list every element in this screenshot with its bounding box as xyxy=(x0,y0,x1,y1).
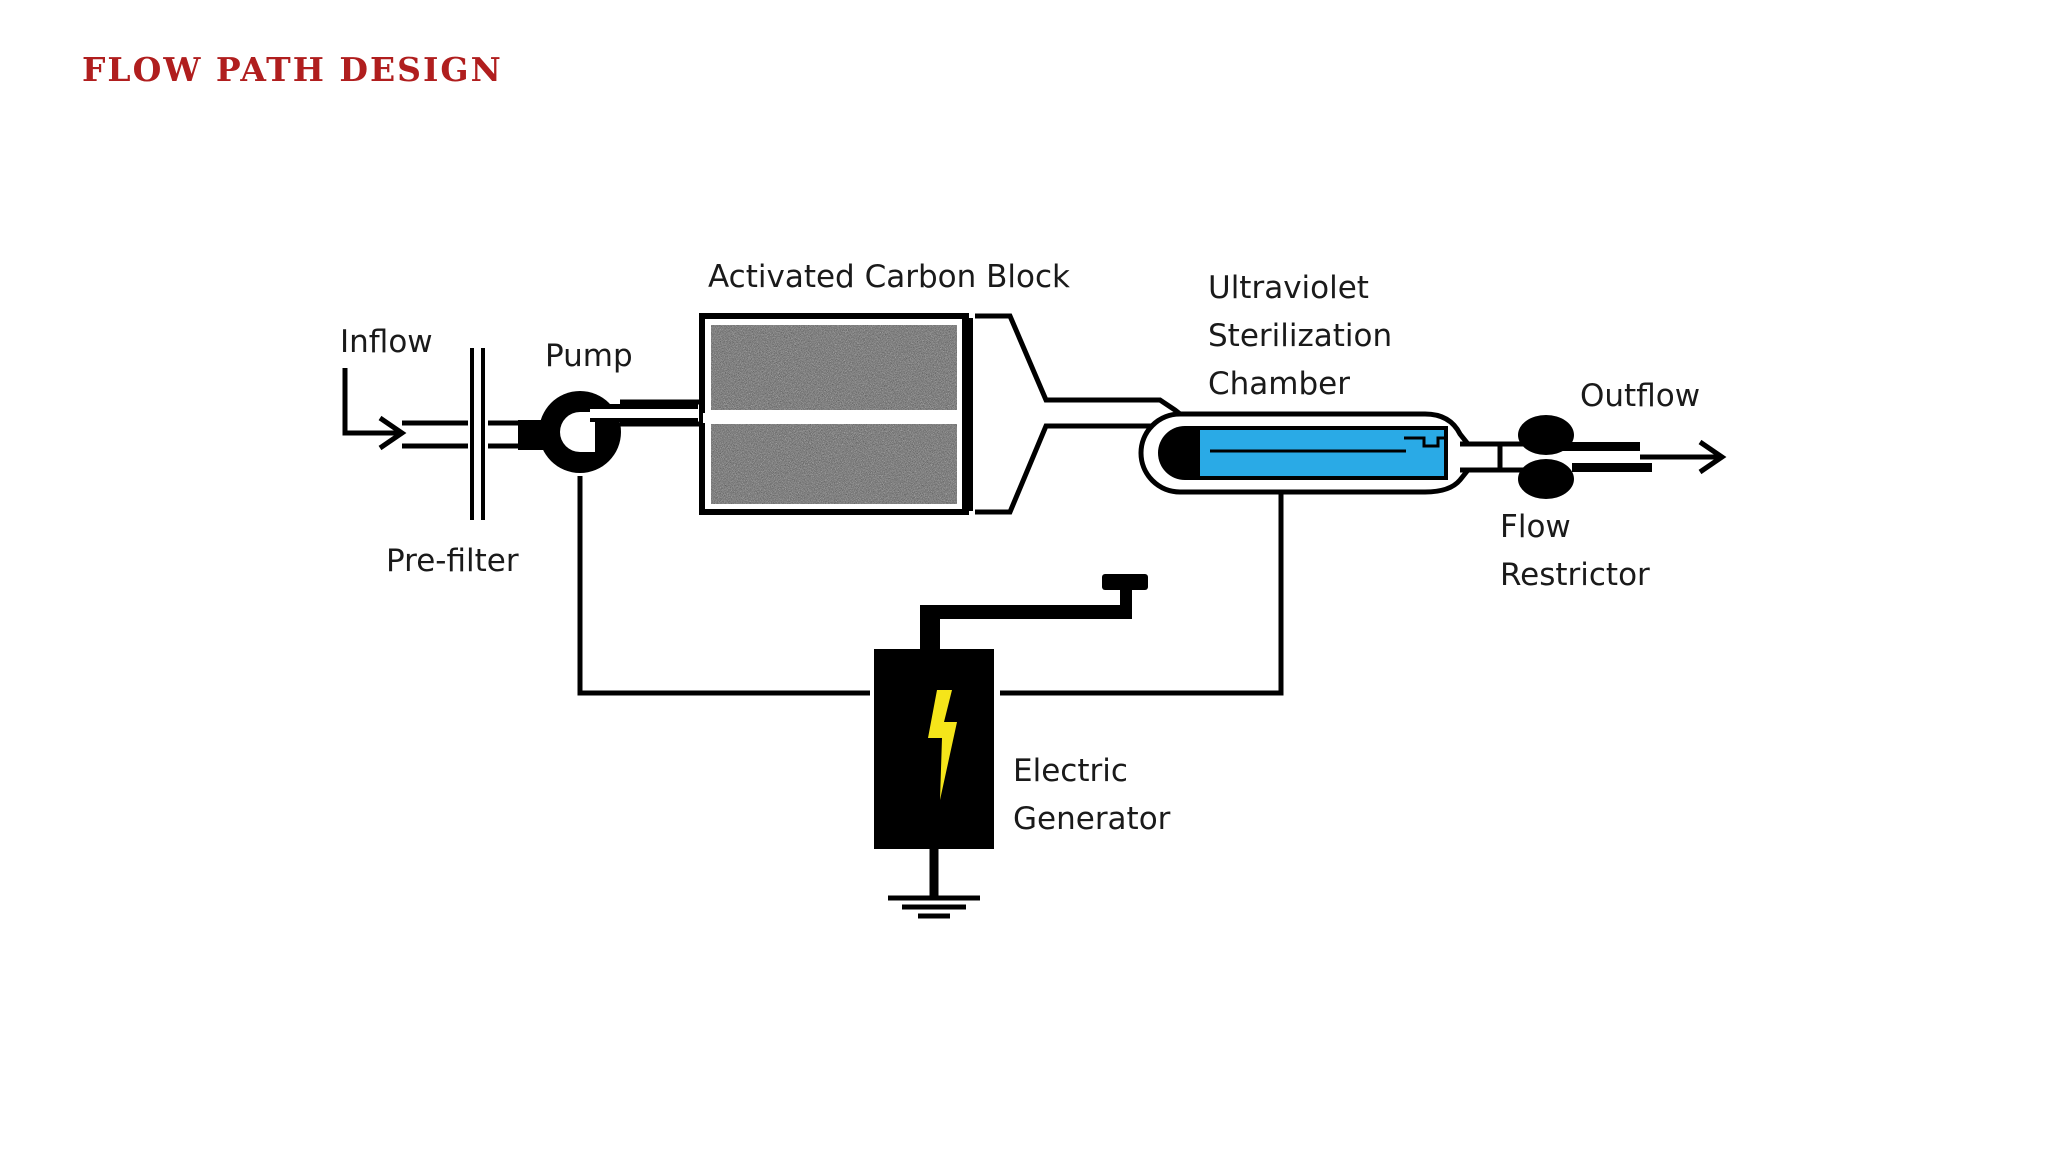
label-uv-chamber-line-1: Ultraviolet xyxy=(1208,270,1369,306)
label-outflow: Outflow xyxy=(1580,378,1700,414)
label-generator-line-2: Generator xyxy=(1013,801,1171,837)
outflow-arrow xyxy=(1640,439,1727,475)
inflow-arrow xyxy=(342,368,407,451)
label-pump: Pump xyxy=(545,338,633,374)
label-flow-restrictor-line-1: Flow xyxy=(1500,509,1571,545)
label-flow-restrictor-line-2: Restrictor xyxy=(1500,557,1650,593)
label-uv-chamber-line-3: Chamber xyxy=(1208,366,1350,402)
pre-filter xyxy=(470,348,485,520)
page-title: FLOW PATH DESIGN xyxy=(82,50,503,89)
inlet-pipe xyxy=(402,420,520,449)
electric-generator xyxy=(874,574,1148,849)
label-uv-chamber-line-2: Sterilization xyxy=(1208,318,1392,354)
pump xyxy=(518,391,698,473)
label-pre-filter: Pre-filter xyxy=(386,543,519,579)
lightning-bolt-icon xyxy=(928,690,957,800)
uv-chamber xyxy=(1138,411,1503,495)
ground-symbol-icon xyxy=(888,849,980,919)
label-generator-line-1: Electric xyxy=(1013,753,1128,789)
label-carbon-block: Activated Carbon Block xyxy=(708,259,1070,295)
label-inflow: Inflow xyxy=(340,324,433,360)
carbon-block xyxy=(699,313,973,515)
power-wiring xyxy=(577,476,1284,696)
pump-to-carbon-pipe xyxy=(620,399,700,427)
flow-restrictor xyxy=(1460,415,1652,499)
